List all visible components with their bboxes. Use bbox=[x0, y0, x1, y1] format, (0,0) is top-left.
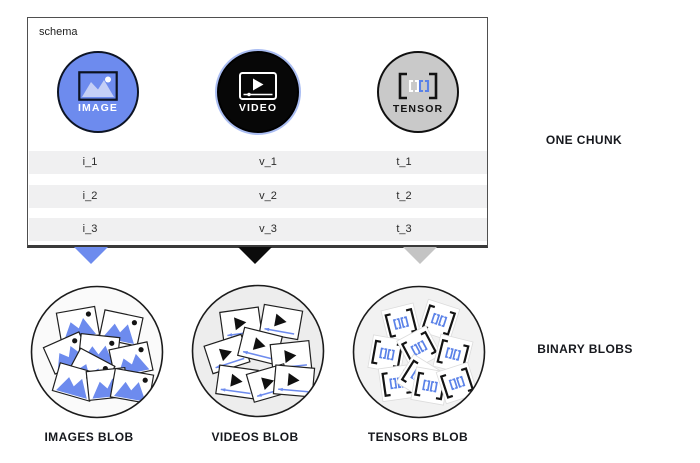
video-type-circle: VIDEO bbox=[217, 51, 299, 133]
schema-cell: v_2 bbox=[259, 190, 277, 202]
image-type-circle: IMAGE bbox=[57, 51, 139, 133]
schema-cell: i_3 bbox=[82, 223, 98, 235]
schema-cell: i_1 bbox=[82, 156, 98, 168]
images-blob bbox=[30, 285, 164, 419]
schema-row: i_1 v_1 t_1 bbox=[29, 151, 487, 174]
schema-cell: i_2 bbox=[82, 190, 98, 202]
image-type-label: IMAGE bbox=[78, 101, 118, 114]
schema-panel-title: schema bbox=[39, 26, 78, 38]
tensor-icon bbox=[398, 72, 438, 99]
schema-cell: v_3 bbox=[259, 223, 277, 235]
schema-cell: v_1 bbox=[259, 156, 277, 168]
tensor-type-label: TENSOR bbox=[392, 102, 444, 115]
video-type-label: VIDEO bbox=[238, 101, 278, 114]
tensor-down-arrow-icon bbox=[403, 247, 437, 264]
videos-blob-label: VIDEOS BLOB bbox=[211, 430, 299, 444]
videos-blob bbox=[191, 284, 325, 418]
tensors-blob-label: TENSORS BLOB bbox=[367, 430, 469, 444]
schema-cell: t_1 bbox=[396, 156, 412, 168]
one-chunk-label: ONE CHUNK bbox=[545, 133, 623, 147]
schema-panel: schema IMAGE VIDEO bbox=[27, 17, 488, 248]
schema-row: i_3 v_3 t_3 bbox=[29, 218, 487, 241]
schema-cell: t_2 bbox=[396, 190, 412, 202]
schema-cell: t_3 bbox=[396, 223, 412, 235]
video-icon bbox=[239, 71, 277, 100]
tensor-type-circle: TENSOR bbox=[377, 51, 459, 133]
tensors-blob bbox=[352, 285, 486, 419]
image-down-arrow-icon bbox=[74, 247, 108, 264]
video-down-arrow-icon bbox=[238, 247, 272, 264]
schema-row: i_2 v_2 t_2 bbox=[29, 185, 487, 208]
image-thumb-icon bbox=[109, 367, 155, 405]
images-blob-label: IMAGES BLOB bbox=[44, 430, 134, 444]
binary-blobs-label: BINARY BLOBS bbox=[537, 342, 633, 356]
image-icon bbox=[78, 70, 118, 101]
